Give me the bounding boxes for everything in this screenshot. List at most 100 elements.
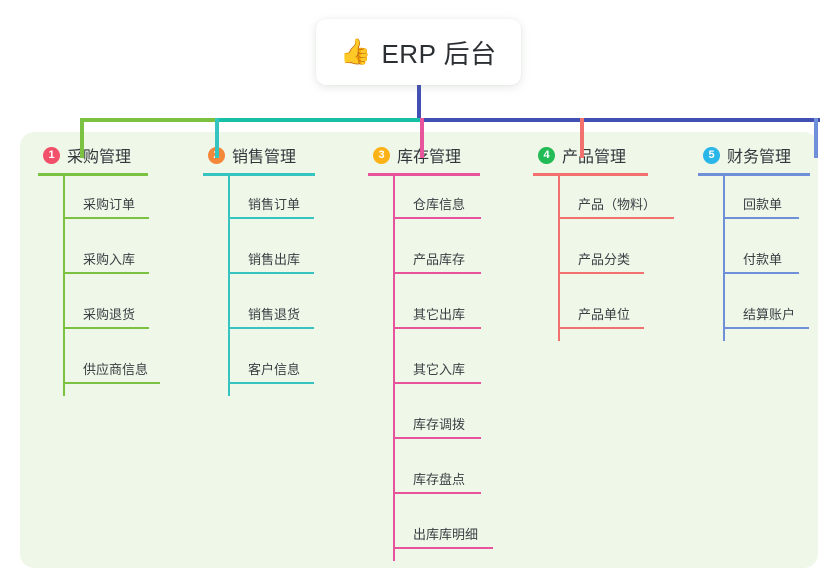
leaf-node[interactable]: 库存调拨: [393, 395, 481, 439]
leaf-node-underline: [63, 217, 149, 219]
leaf-node[interactable]: 仓库信息: [393, 175, 481, 219]
leaf-node-label: 产品分类: [578, 252, 631, 267]
leaf-node[interactable]: 库存盘点: [393, 450, 481, 494]
leaf-node-underline: [63, 382, 160, 384]
drop-connector-2: [215, 118, 219, 158]
leaf-node[interactable]: 供应商信息: [63, 340, 160, 384]
branch-underline-5: [698, 173, 810, 176]
leaf-node[interactable]: 采购退货: [63, 285, 149, 329]
leaf-node-underline: [393, 492, 481, 494]
leaf-node[interactable]: 采购订单: [63, 175, 149, 219]
leaf-node-underline: [63, 327, 149, 329]
leaf-node-label: 产品（物料）: [578, 197, 657, 212]
branch-underline-4: [533, 173, 648, 176]
leaf-node-underline: [393, 272, 481, 274]
leaf-node-label: 产品单位: [578, 307, 631, 322]
branch-header-5[interactable]: 5 财务管理: [696, 142, 836, 168]
leaf-node-underline: [558, 327, 644, 329]
leaf-node-underline: [558, 217, 674, 219]
leaf-node[interactable]: 付款单: [723, 230, 799, 274]
branch-column-3: 3 库存管理仓库信息产品库存其它出库其它入库库存调拨库存盘点出库库明细: [366, 142, 516, 561]
branch-header-2[interactable]: 2销售管理: [201, 142, 351, 168]
leaf-node-underline: [558, 272, 644, 274]
branch-underline-2: [203, 173, 315, 176]
leaf-node[interactable]: 回款单: [723, 175, 799, 219]
root-trunk-connector: [417, 85, 421, 120]
root-node-card[interactable]: 👍 ERP 后台: [316, 19, 521, 85]
leaf-node-underline: [393, 547, 493, 549]
branch-column-4: 4 产品管理产品（物料） 产品分类产品单位: [531, 142, 691, 341]
leaf-node-label: 其它入库: [413, 362, 466, 377]
leaf-node-underline: [393, 382, 481, 384]
leaf-node-label: 库存盘点: [413, 472, 466, 487]
leaf-node-underline: [723, 272, 799, 274]
branch-stem-2: [228, 175, 230, 396]
leaf-node[interactable]: 销售退货: [228, 285, 314, 329]
diagram-panel: [20, 132, 818, 568]
leaf-node[interactable]: 产品单位: [558, 285, 644, 329]
branch-title-5: 财务管理: [727, 149, 792, 166]
branch-column-1: 1 采购管理采购订单采购入库采购退货供应商信息: [36, 142, 186, 396]
connector-segment-2: [215, 118, 420, 122]
leaf-node-underline: [228, 217, 314, 219]
branch-column-5: 5 财务管理回款单付款单结算账户: [696, 142, 836, 341]
branch-title-2: 销售管理: [232, 149, 297, 166]
branch-title-3: 库存管理: [397, 149, 462, 166]
branch-stem-4: [558, 175, 560, 341]
leaf-node[interactable]: 销售订单: [228, 175, 314, 219]
leaf-node[interactable]: 客户信息: [228, 340, 314, 384]
root-node-title: ERP 后台: [381, 38, 497, 69]
branch-badge-3: 3: [373, 146, 390, 164]
leaf-node-underline: [723, 217, 799, 219]
leaf-node-label: 客户信息: [248, 362, 301, 377]
leaf-node-underline: [228, 382, 314, 384]
leaf-node-label: 采购订单: [83, 197, 136, 212]
leaf-node-label: 结算账户: [743, 307, 796, 322]
branch-header-4[interactable]: 4 产品管理: [531, 142, 691, 168]
branch-badge-1: 1: [43, 146, 60, 164]
leaf-node[interactable]: 结算账户: [723, 285, 809, 329]
branch-title-4: 产品管理: [562, 149, 627, 166]
leaf-node-underline: [393, 327, 481, 329]
branch-badge-4: 4: [538, 146, 555, 164]
drop-connector-3: [420, 118, 424, 158]
leaf-node[interactable]: 产品库存: [393, 230, 481, 274]
branch-column-2: 2销售管理销售订单销售出库销售退货客户信息: [201, 142, 351, 396]
leaf-node[interactable]: 出库库明细: [393, 505, 493, 549]
branch-underline-1: [38, 173, 148, 176]
branch-title-1: 采购管理: [67, 149, 132, 166]
leaf-node-label: 销售订单: [248, 197, 301, 212]
branch-header-1[interactable]: 1 采购管理: [36, 142, 186, 168]
branch-stem-5: [723, 175, 725, 341]
leaf-node-underline: [393, 217, 481, 219]
leaf-node[interactable]: 产品（物料）: [558, 175, 674, 219]
leaf-node-label: 采购退货: [83, 307, 136, 322]
leaf-node[interactable]: 采购入库: [63, 230, 149, 274]
branch-badge-5: 5: [703, 146, 720, 164]
branch-header-3[interactable]: 3 库存管理: [366, 142, 516, 168]
branch-stem-3: [393, 175, 395, 561]
leaf-node-label: 仓库信息: [413, 197, 466, 212]
leaf-node[interactable]: 产品分类: [558, 230, 644, 274]
leaf-node-label: 回款单: [743, 197, 783, 212]
leaf-node-underline: [228, 327, 314, 329]
leaf-node[interactable]: 其它出库: [393, 285, 481, 329]
thumbs-up-icon: 👍: [340, 37, 372, 66]
drop-connector-5: [814, 118, 818, 158]
leaf-node-label: 供应商信息: [83, 362, 149, 377]
leaf-node-underline: [228, 272, 314, 274]
branch-underline-3: [368, 173, 480, 176]
drop-connector-4: [580, 118, 584, 158]
leaf-node-label: 采购入库: [83, 252, 136, 267]
leaf-node-label: 产品库存: [413, 252, 466, 267]
leaf-node[interactable]: 其它入库: [393, 340, 481, 384]
leaf-node-underline: [63, 272, 149, 274]
leaf-node[interactable]: 销售出库: [228, 230, 314, 274]
leaf-node-label: 付款单: [743, 252, 783, 267]
drop-connector-1: [80, 118, 84, 158]
leaf-node-label: 其它出库: [413, 307, 466, 322]
leaf-node-underline: [393, 437, 481, 439]
leaf-node-underline: [723, 327, 809, 329]
leaf-node-label: 销售出库: [248, 252, 301, 267]
